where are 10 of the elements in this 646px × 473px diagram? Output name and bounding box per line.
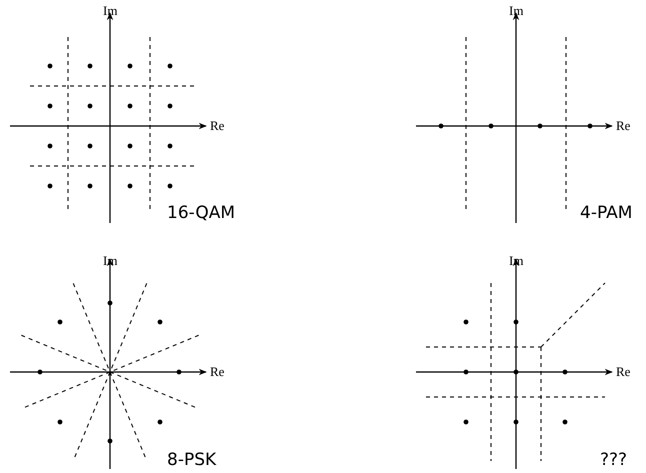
modulation-label: 8-PSK [167,452,216,469]
modulation-label: 16-QAM [167,205,236,222]
axis-label: Re [210,119,224,132]
axis-label: Re [616,365,630,378]
modulation-label: 4-PAM [580,205,632,222]
axis-label: Re [210,365,224,378]
modulation-label: ??? [600,452,628,469]
axis-label: Re [616,119,630,132]
axis-label: Im [103,4,118,17]
axis-label: Im [509,4,524,17]
